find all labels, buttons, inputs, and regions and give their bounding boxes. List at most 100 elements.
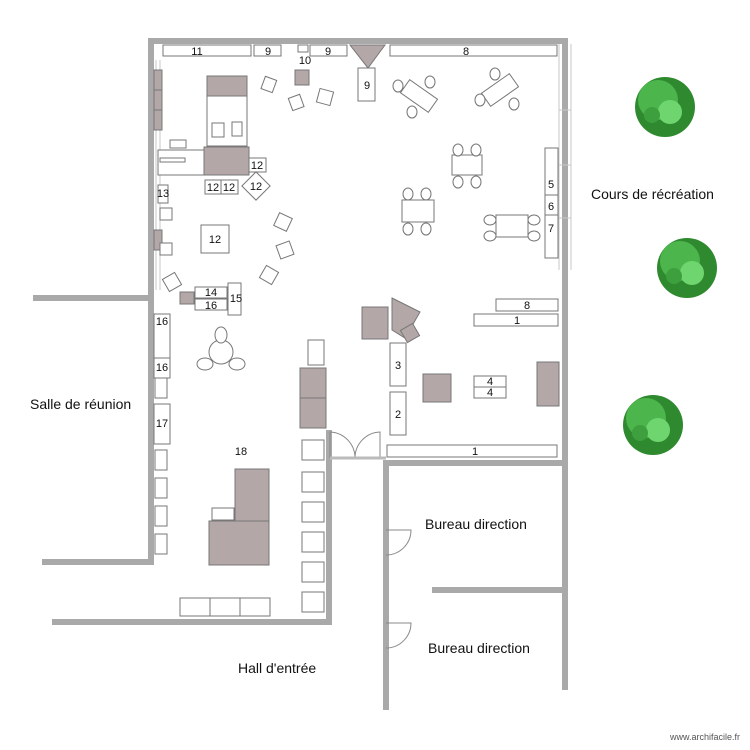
item-number: 1 [514, 315, 520, 327]
box-12a [248, 157, 267, 173]
cabinet [536, 361, 560, 407]
workstation [301, 439, 325, 461]
chair [508, 97, 520, 111]
item-number: 8 [524, 300, 530, 312]
item-number: 9 [325, 46, 331, 58]
desk-18 [208, 520, 270, 566]
item-number: 6 [548, 201, 554, 213]
trees [623, 77, 717, 455]
wall-center-vertical [326, 430, 332, 625]
cabinet [361, 306, 389, 340]
box [179, 291, 195, 305]
item-number: 13 [157, 188, 169, 200]
item-number: 12 [207, 182, 219, 194]
item-number: 4 [487, 387, 493, 399]
chair [489, 67, 501, 81]
chair [420, 222, 432, 236]
shelf-9c [357, 67, 376, 102]
desk-18 [234, 468, 270, 522]
workstation [239, 597, 271, 617]
desk [203, 146, 250, 176]
watermark[interactable]: www.archifacile.fr [669, 732, 740, 742]
item-number: 2 [395, 409, 401, 421]
chair [258, 264, 280, 286]
wall-cabinet [153, 69, 163, 91]
box [399, 322, 421, 344]
chair [275, 240, 295, 260]
room-label-office-1: Bureau direction [425, 516, 527, 532]
tree-icon [657, 238, 717, 298]
chair [402, 187, 414, 201]
chair [159, 242, 173, 256]
chair [392, 79, 404, 93]
wall-cabinet [153, 89, 163, 111]
box-3 [389, 342, 407, 387]
item-number: 9 [265, 46, 271, 58]
box-10 [294, 69, 310, 86]
table [451, 154, 483, 176]
workstation [154, 449, 168, 471]
chair [228, 357, 246, 371]
chair [287, 93, 305, 112]
table [401, 199, 435, 223]
shelf-small [297, 44, 309, 53]
item-number: 12 [251, 160, 263, 172]
item-numbers: 11 9 9 10 8 9 12 12 12 12 13 12 14 16 15… [156, 46, 554, 458]
keyboard [159, 157, 186, 163]
chair [420, 187, 432, 201]
workstation [301, 531, 325, 553]
box-14 [194, 286, 228, 299]
workstation [307, 339, 325, 366]
item-number: 9 [364, 80, 370, 92]
room-label-hall: Hall d'entrée [238, 660, 317, 676]
item-number: 17 [156, 418, 168, 430]
chair [483, 214, 497, 226]
item-number: 16 [205, 300, 217, 312]
item-number: 8 [463, 46, 469, 58]
shelf-9b [309, 44, 348, 57]
workstation [209, 597, 241, 617]
box-12c [220, 179, 239, 195]
table [480, 72, 520, 108]
workstation [154, 377, 168, 399]
chair [273, 212, 293, 232]
wall-left-upper [148, 38, 154, 300]
doors [329, 431, 412, 649]
room-label-office-2: Bureau direction [428, 640, 530, 656]
box-4b [473, 386, 507, 399]
wall-hall-top [52, 619, 328, 625]
furniture [153, 44, 560, 617]
chair [260, 75, 278, 94]
box-16 [194, 298, 228, 311]
room-label-meeting: Salle de réunion [30, 396, 132, 412]
chair [424, 75, 436, 89]
table [495, 214, 529, 238]
box-13 [157, 184, 169, 204]
cabinet [299, 397, 327, 429]
shelf-1 [473, 313, 559, 327]
item-number: 16 [156, 316, 168, 328]
shelf-1-bottom [386, 444, 558, 458]
shelf-8-top [389, 44, 558, 57]
chair [483, 230, 497, 242]
door-double-right [354, 431, 381, 459]
chair [406, 105, 418, 119]
wall-meeting-bottom [42, 559, 154, 565]
item-number: 5 [548, 179, 554, 191]
item-number: 1 [472, 446, 478, 458]
wall-top [148, 38, 568, 44]
wall-cabinet [153, 229, 163, 251]
chair [161, 271, 183, 293]
shelf-9a [253, 44, 282, 57]
chair [196, 357, 214, 371]
tree-icon [635, 77, 695, 137]
chair [527, 230, 541, 242]
box-2 [389, 391, 407, 436]
wall-offices-divider [432, 587, 568, 593]
round-table [208, 339, 234, 365]
box-17 [153, 403, 171, 445]
wall-offices-top [383, 460, 568, 466]
item-number: 15 [230, 293, 242, 305]
walls [33, 38, 568, 710]
